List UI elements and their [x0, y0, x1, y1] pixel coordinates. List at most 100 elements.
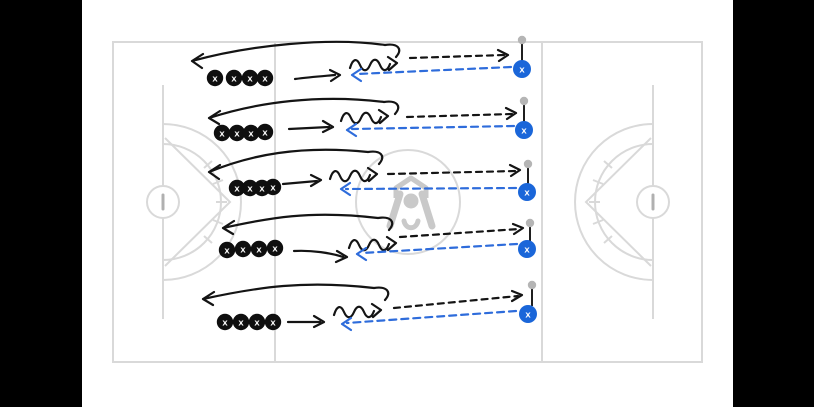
return-pass-arrowhead: [345, 122, 358, 138]
queue-player[interactable]: x: [250, 240, 268, 258]
player-label: x: [248, 128, 254, 139]
pin-ball: [525, 218, 535, 228]
return-pass-dashed-arrow[interactable]: [350, 124, 516, 131]
player-label: x: [262, 73, 268, 84]
run-arrow[interactable]: [292, 249, 349, 264]
receiver-player[interactable]: x: [515, 121, 533, 139]
player-label: x: [224, 245, 230, 256]
pass-dashed-arrowhead: [511, 222, 525, 236]
carry-squiggle-arrow[interactable]: [332, 302, 383, 319]
return-run-arrow[interactable]: [207, 148, 384, 181]
carry-squiggle-arrow[interactable]: [328, 166, 379, 183]
queue-player[interactable]: x: [241, 69, 259, 87]
carry-squiggle-arrow[interactable]: [339, 108, 390, 125]
queue-player[interactable]: x: [206, 69, 224, 87]
pass-dashed-arrow[interactable]: [392, 294, 520, 310]
coach-icon-body: [401, 218, 421, 231]
pass-dashed-arrow[interactable]: [398, 227, 521, 239]
queue-player[interactable]: x: [256, 69, 274, 87]
player-circle: [241, 69, 259, 87]
player-label: x: [254, 317, 260, 328]
right-wedge: [584, 137, 652, 267]
queue-player[interactable]: x: [266, 239, 284, 257]
carry-squiggle-arrow[interactable]: [347, 235, 398, 252]
pin-icon[interactable]: [517, 35, 527, 61]
player-label: x: [247, 73, 253, 84]
queue-player[interactable]: x: [242, 124, 260, 142]
player-circle: [241, 179, 259, 197]
return-pass-dashed-arrow[interactable]: [345, 309, 518, 325]
pin-ball: [527, 280, 537, 290]
return-run-arrow[interactable]: [207, 97, 400, 126]
player-circle: [264, 313, 282, 331]
run-arrow[interactable]: [293, 68, 342, 83]
pin-icon[interactable]: [527, 280, 537, 306]
run-arrow[interactable]: [287, 119, 335, 134]
left-goal-area: [146, 85, 242, 319]
player-circle: [518, 240, 536, 258]
queue-player[interactable]: x: [213, 124, 231, 142]
player-label: x: [525, 309, 531, 320]
queue-player[interactable]: x: [218, 241, 236, 259]
return-pass-arrowhead: [355, 246, 368, 262]
pin-ball: [523, 159, 533, 169]
player-label: x: [219, 128, 225, 139]
carry-squiggle-arrow[interactable]: [348, 55, 399, 72]
pass-dashed-arrow[interactable]: [405, 112, 514, 119]
player-label: x: [234, 128, 240, 139]
pin-icon[interactable]: [525, 218, 535, 243]
queue-player[interactable]: x: [264, 313, 282, 331]
coach-icon-head: [403, 193, 419, 209]
return-run-arrow[interactable]: [190, 40, 401, 70]
pass-dashed-arrowhead: [508, 163, 522, 178]
queue-player[interactable]: x: [256, 123, 274, 141]
return-pass-arrowhead: [350, 67, 363, 83]
player-label: x: [234, 183, 240, 194]
player-circle: [225, 69, 243, 87]
drill-row-1: x x x x x: [190, 35, 531, 87]
queue-player[interactable]: x: [225, 69, 243, 87]
player-label: x: [524, 187, 530, 198]
receiver-player[interactable]: x: [518, 240, 536, 258]
pass-dashed-arrow[interactable]: [386, 169, 518, 176]
player-circle: [248, 313, 266, 331]
return-run-arrow[interactable]: [201, 283, 390, 307]
queue-player[interactable]: x: [232, 313, 250, 331]
return-pass-dashed-arrow[interactable]: [355, 65, 513, 76]
run-arrow[interactable]: [286, 314, 326, 329]
pin-icon[interactable]: [519, 96, 529, 122]
right-goal-area: [574, 85, 670, 319]
player-circle: [264, 178, 282, 196]
receiver-player[interactable]: x: [513, 60, 531, 78]
player-circle: [518, 183, 536, 201]
player-circle: [519, 305, 537, 323]
pass-dashed-arrow[interactable]: [408, 53, 506, 60]
pass-dashed-arrowhead: [510, 289, 524, 303]
player-circle: [206, 69, 224, 87]
return-pass-dashed-arrow[interactable]: [344, 186, 518, 191]
queue-player[interactable]: x: [234, 240, 252, 258]
drill-row-4: x x x x x: [218, 213, 536, 264]
player-label: x: [212, 73, 218, 84]
receiver-player[interactable]: x: [518, 183, 536, 201]
return-run-arrow[interactable]: [221, 213, 394, 236]
drill-row-3: x x x x x: [207, 148, 536, 201]
player-label: x: [222, 317, 228, 328]
pin-icon[interactable]: [523, 159, 533, 185]
return-pass-dashed-arrow[interactable]: [360, 242, 519, 255]
queue-player[interactable]: x: [241, 179, 259, 197]
queue-player[interactable]: x: [216, 313, 234, 331]
right-hash-ticks: [589, 160, 613, 244]
queue-player[interactable]: x: [264, 178, 282, 196]
player-label: x: [519, 64, 525, 75]
receiver-player[interactable]: x: [519, 305, 537, 323]
drill-row-2: x x x x x: [207, 96, 533, 142]
run-arrow[interactable]: [281, 173, 323, 188]
queue-player[interactable]: x: [248, 313, 266, 331]
player-circle: [234, 240, 252, 258]
drill-row-5: x x x x x: [201, 280, 537, 332]
queue-player[interactable]: x: [228, 124, 246, 142]
queue-player[interactable]: x: [228, 179, 246, 197]
